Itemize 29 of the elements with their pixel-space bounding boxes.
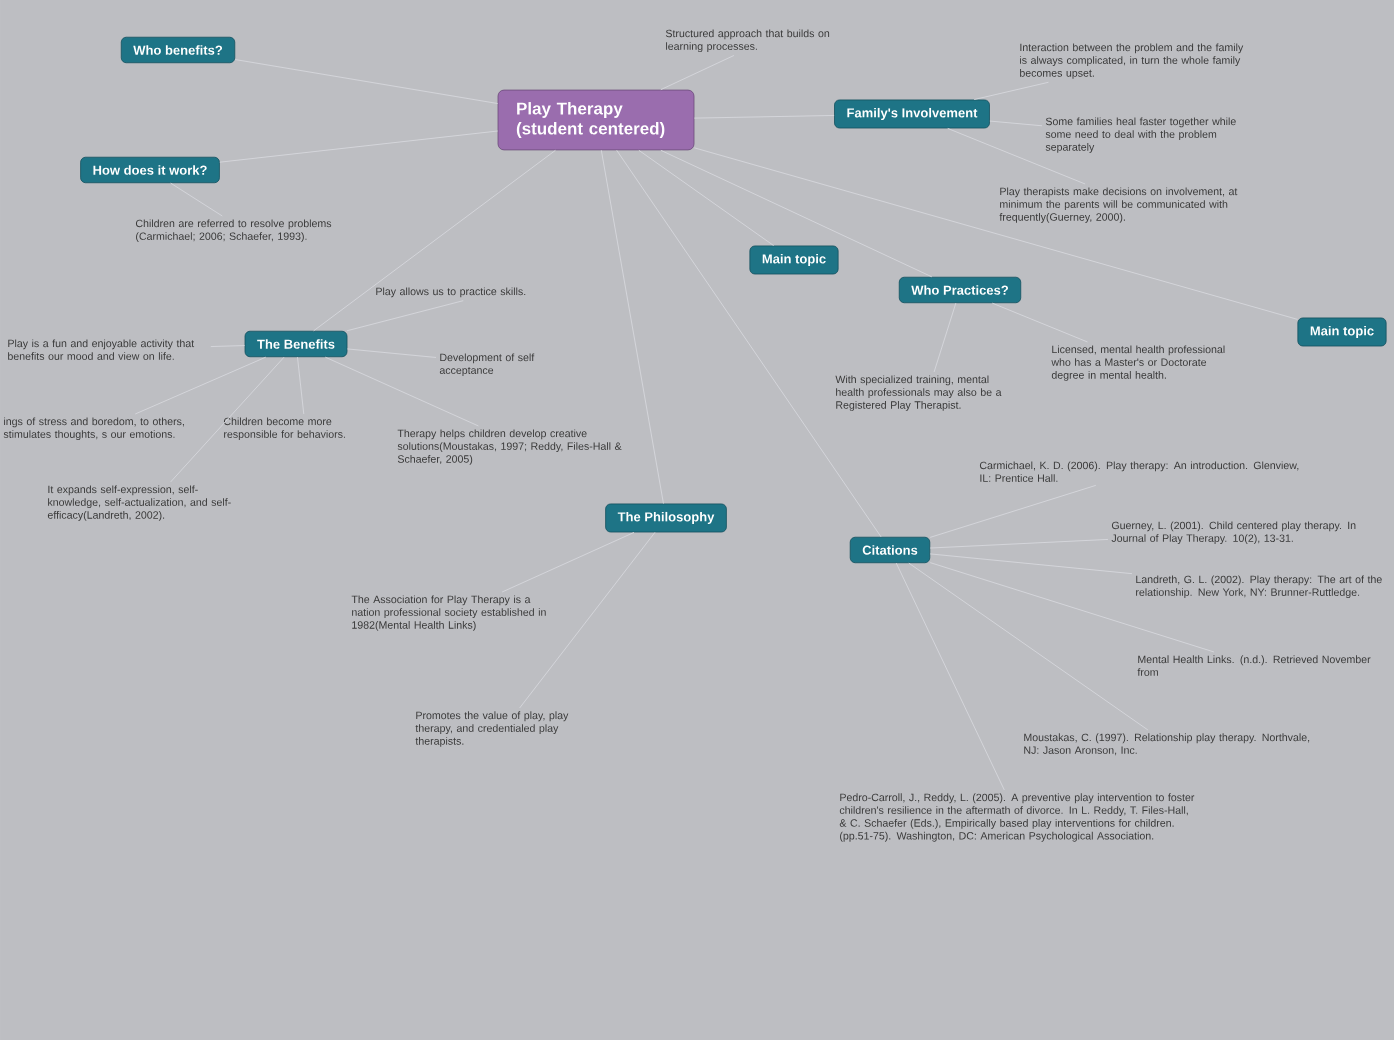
connector-line — [660, 54, 735, 91]
connector-line — [908, 562, 1149, 731]
connector-line — [170, 182, 223, 217]
connector-line — [616, 149, 882, 538]
connector-line — [929, 484, 1097, 538]
connector-line — [933, 302, 957, 373]
connector-line — [600, 149, 664, 504]
connector-line — [296, 356, 305, 415]
connector-line — [638, 149, 775, 247]
connector-line — [313, 149, 556, 332]
connector-line — [929, 538, 1109, 549]
connector-line — [895, 562, 1005, 791]
connector-line — [346, 348, 437, 358]
connector-line — [660, 149, 933, 278]
connector-line — [219, 130, 499, 163]
connector-line — [991, 302, 1089, 343]
central-topic-box: Play Therapy (student centered) — [497, 89, 695, 151]
connector-line — [929, 562, 1215, 653]
connector-line — [324, 356, 479, 427]
connector-line — [501, 531, 635, 593]
connector-line — [693, 147, 1298, 320]
connector-line — [134, 356, 267, 415]
connector-line — [346, 300, 464, 332]
connector-line — [519, 531, 656, 709]
connector-line — [973, 81, 1049, 101]
connector-line — [170, 356, 285, 483]
connector-line — [929, 553, 1133, 575]
connector-line — [234, 59, 499, 104]
connector-line — [947, 127, 1086, 185]
